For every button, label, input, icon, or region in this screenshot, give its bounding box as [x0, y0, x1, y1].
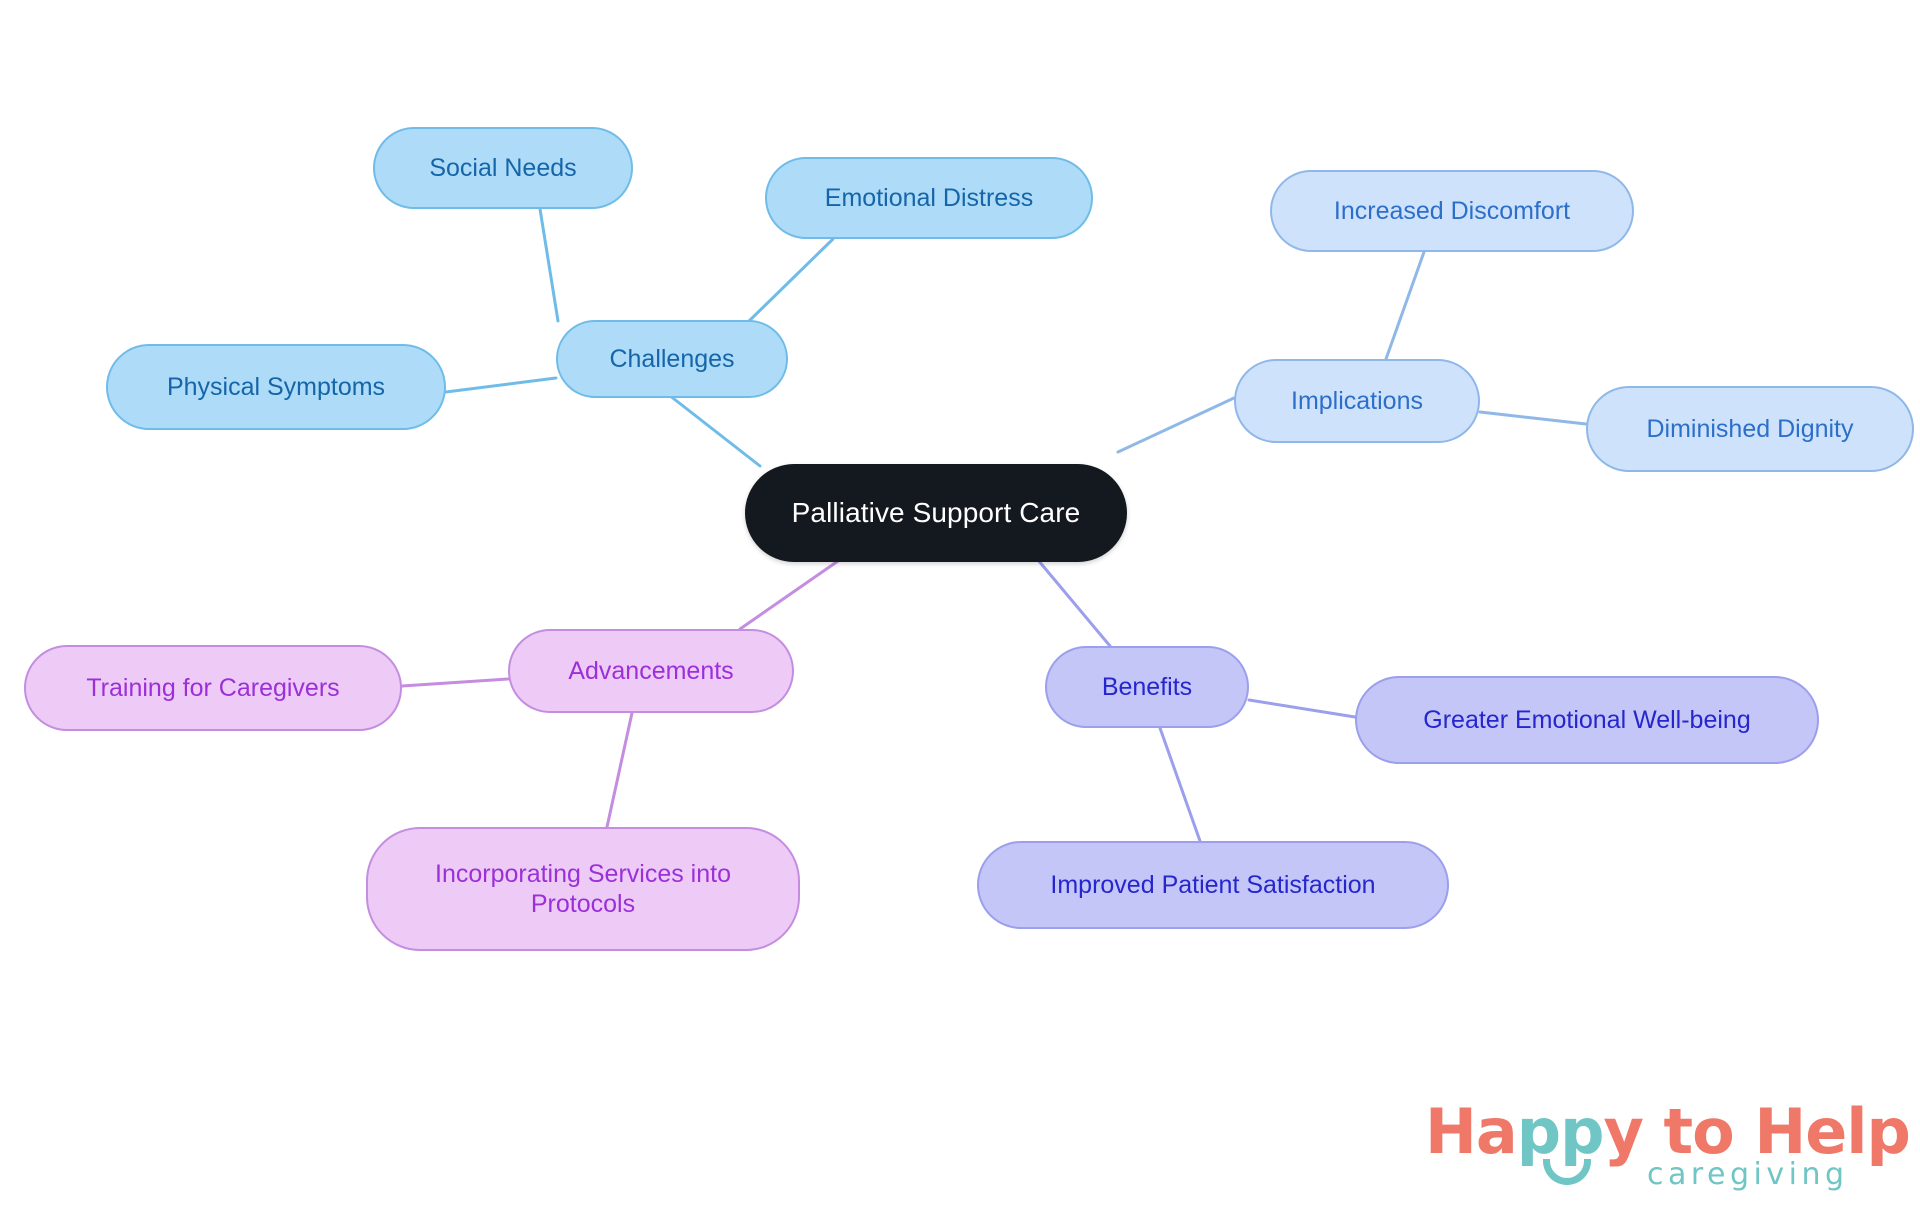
- node-challenges[interactable]: Challenges: [556, 320, 788, 398]
- smile-icon: [1543, 1159, 1591, 1185]
- connector-advancements-to-training: [400, 677, 510, 688]
- connector-benefits-to-satisfaction: [1158, 726, 1202, 843]
- connector-root-to-advancements: [738, 559, 840, 631]
- connector-implications-to-dignity: [1478, 410, 1588, 426]
- node-protocols[interactable]: Incorporating Services into Protocols: [366, 827, 800, 951]
- root-node[interactable]: Palliative Support Care: [745, 464, 1127, 562]
- node-dignity[interactable]: Diminished Dignity: [1586, 386, 1914, 472]
- node-social[interactable]: Social Needs: [373, 127, 633, 209]
- logo-part-rest: y to Help: [1603, 1095, 1911, 1168]
- brand-logo: Happy to Help caregiving: [1425, 1095, 1911, 1205]
- node-emotional[interactable]: Emotional Distress: [765, 157, 1093, 239]
- connector-root-to-implications: [1116, 396, 1236, 454]
- logo-wordmark: Happy to Help: [1425, 1095, 1911, 1168]
- connector-root-to-benefits: [1036, 558, 1112, 648]
- node-wellbeing[interactable]: Greater Emotional Well-being: [1355, 676, 1819, 764]
- logo-tagline: caregiving: [1647, 1157, 1849, 1192]
- node-training[interactable]: Training for Caregivers: [24, 645, 402, 731]
- node-benefits[interactable]: Benefits: [1045, 646, 1249, 728]
- connector-root-to-challenges: [658, 386, 762, 468]
- node-satisfaction[interactable]: Improved Patient Satisfaction: [977, 841, 1449, 929]
- connector-challenges-to-emotional: [745, 237, 835, 325]
- logo-part-pp: pp: [1516, 1095, 1605, 1168]
- logo-part-ha: Ha: [1425, 1095, 1518, 1168]
- node-advancements[interactable]: Advancements: [508, 629, 794, 713]
- connector-challenges-to-physical: [444, 376, 558, 394]
- node-discomfort[interactable]: Increased Discomfort: [1270, 170, 1634, 252]
- connector-advancements-to-protocols: [605, 711, 634, 829]
- node-implications[interactable]: Implications: [1234, 359, 1480, 443]
- node-physical[interactable]: Physical Symptoms: [106, 344, 446, 430]
- connector-benefits-to-wellbeing: [1247, 698, 1357, 719]
- connector-implications-to-discomfort: [1384, 250, 1426, 361]
- connector-challenges-to-social: [538, 207, 560, 323]
